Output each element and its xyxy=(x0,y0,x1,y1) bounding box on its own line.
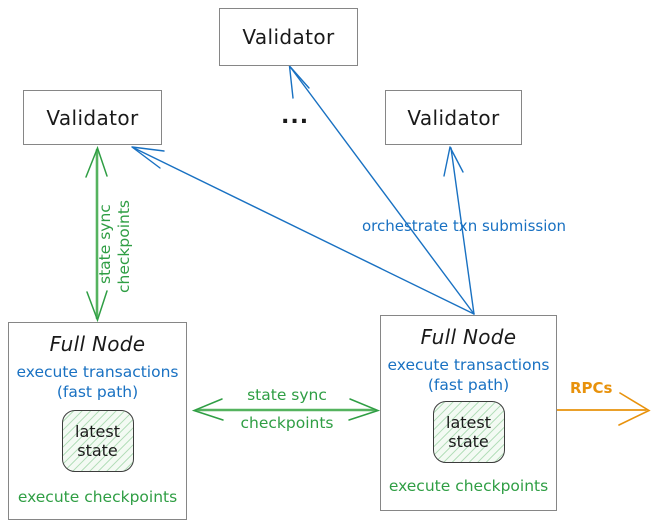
full-node-fast-path-line-2: (fast path) xyxy=(427,375,510,394)
latest-state-store[interactable]: latest state xyxy=(432,401,505,464)
validator-label: Validator xyxy=(407,105,500,130)
full-node-title: Full Node xyxy=(49,332,146,356)
connector-state-sync-horizontal xyxy=(191,398,381,421)
connector-rpcs xyxy=(556,392,651,426)
connector-orchestrate-top-validator xyxy=(288,65,475,315)
full-node-title: Full Node xyxy=(420,325,517,349)
full-node-fast-path-line-1: execute transactions xyxy=(16,363,179,381)
state-sync-vertical-line-2: checkpoints xyxy=(115,200,133,293)
state-sync-vertical-label: state sync checkpoints xyxy=(84,188,133,298)
connector-state-sync-vertical xyxy=(85,145,108,323)
state-sync-horizontal-label: state sync xyxy=(232,386,342,405)
connector-orchestrate-right-validator xyxy=(443,146,475,315)
latest-state-line-2: state xyxy=(448,432,489,452)
latest-state-line-2: state xyxy=(77,441,118,461)
full-node-fast-path-line-1: execute transactions xyxy=(387,356,550,374)
validators-ellipsis: ... xyxy=(281,104,310,129)
state-sync-vertical-line-1: state sync xyxy=(96,204,114,284)
state-sync-horizontal-line-2: checkpoints xyxy=(240,414,334,432)
full-node-fast-path-note: execute transactions (fast path) xyxy=(16,363,178,402)
validator-node-right[interactable]: Validator xyxy=(385,90,522,145)
latest-state-line-1: latest xyxy=(75,421,120,441)
full-node-right[interactable]: Full Node execute transactions (fast pat… xyxy=(380,315,557,511)
state-sync-horizontal-line-1: state sync xyxy=(247,386,327,404)
state-sync-horizontal-label-2: checkpoints xyxy=(227,414,347,433)
full-node-fast-path-line-2: (fast path) xyxy=(56,382,139,401)
orchestrate-txn-submission-label: orchestrate txn submission xyxy=(362,217,567,235)
full-node-execute-checkpoints-note: execute checkpoints xyxy=(388,477,549,496)
full-node-fast-path-note: execute transactions (fast path) xyxy=(387,356,549,395)
validator-label: Validator xyxy=(242,25,335,49)
validator-node-left[interactable]: Validator xyxy=(23,90,162,145)
latest-state-line-1: latest xyxy=(446,412,491,432)
validator-node-top[interactable]: Validator xyxy=(219,8,358,66)
latest-state-store[interactable]: latest state xyxy=(61,410,134,473)
validator-label: Validator xyxy=(46,105,139,130)
rpcs-label: RPCs xyxy=(570,379,613,397)
full-node-left[interactable]: Full Node execute transactions (fast pat… xyxy=(8,322,187,520)
full-node-execute-checkpoints-note: execute checkpoints xyxy=(17,488,178,507)
connector-orchestrate-left-validator xyxy=(131,146,475,315)
